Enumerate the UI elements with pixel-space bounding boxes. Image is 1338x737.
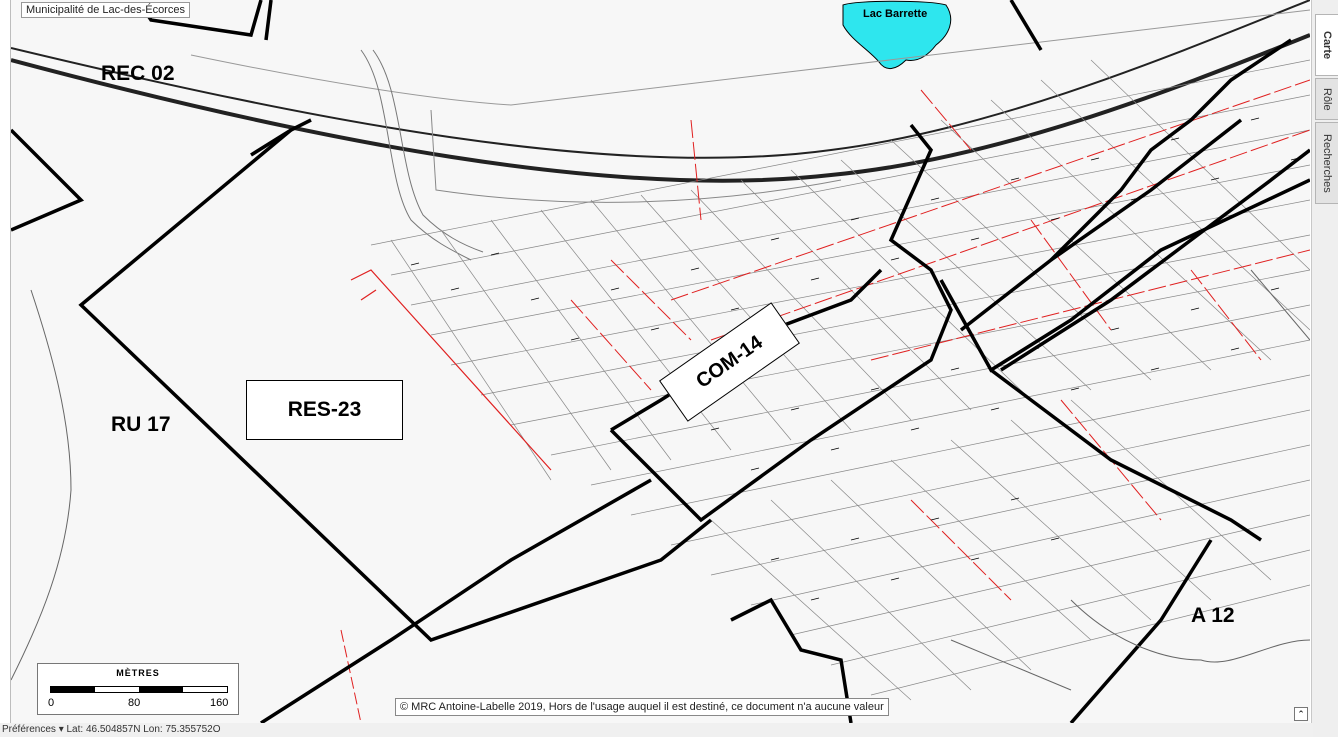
cadastral-map[interactable] [11,0,1310,723]
double-chevron-up-icon[interactable]: ⌃ [1294,707,1308,721]
lake-label: Lac Barrette [863,8,928,20]
scale-label-80: 80 [128,697,141,709]
tab-recherches[interactable]: Recherches [1315,122,1338,204]
zone-boundary-ru-res [11,128,85,232]
tab-role[interactable]: Rôle [1315,78,1338,120]
zone-label-rec: REC 02 [101,62,175,85]
scale-bar-graphic [50,686,228,693]
tab-carte[interactable]: Carte [1315,14,1338,76]
zone-label-res: RES-23 [246,380,403,440]
scale-label-0: 0 [48,697,55,709]
copyright-notice: © MRC Antoine-Labelle 2019, Hors de l'us… [395,698,889,716]
zone-label-a: A 12 [1191,604,1235,627]
zone-boundary-a [989,368,1262,542]
highway-lower-edge [11,33,1310,183]
zone-boundary-res-west [78,128,713,643]
highway-upper-edge [11,0,1310,159]
status-bar: Préférences ▾ Lat: 46.504857N Lon: 75.35… [0,723,1313,737]
scale-title: MÈTRES [116,668,160,678]
map-canvas[interactable]: Municipalité de Lac-des-Écorces Lac Barr… [10,0,1310,723]
scale-bar: MÈTRES 0 80 160 [37,663,239,715]
municipality-title: Municipalité de Lac-des-Écorces [21,2,190,18]
zone-label-ru: RU 17 [111,413,171,436]
side-panel: Carte Rôle Recherches [1311,0,1338,737]
zone-boundary-com-south [260,478,652,723]
scale-label-160: 160 [210,697,229,709]
zone-boundary-com [609,123,953,523]
